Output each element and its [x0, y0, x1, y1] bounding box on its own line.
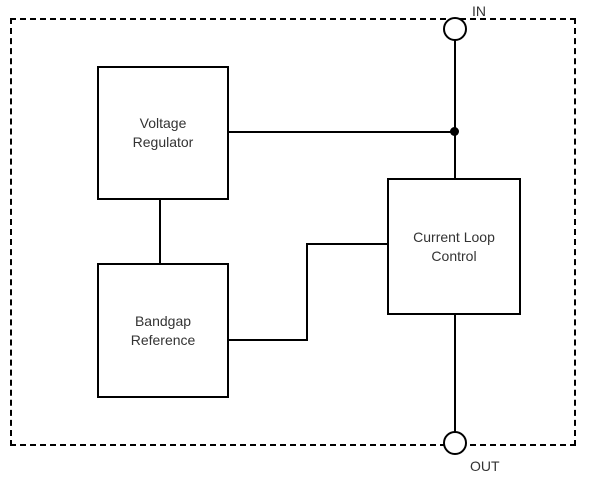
junction-dot — [450, 127, 459, 136]
wire-voltage-regulator-to-in-line — [229, 131, 456, 133]
in-terminal-circle — [443, 17, 467, 41]
block-current-loop-control-label: Current Loop Control — [413, 228, 495, 264]
wire-bandgap-reference-horizontal — [228, 339, 308, 341]
block-voltage-regulator: Voltage Regulator — [97, 66, 229, 200]
out-terminal-circle — [443, 431, 467, 455]
chip-boundary — [10, 18, 576, 446]
out-terminal-label: OUT — [470, 458, 500, 474]
block-current-loop-control: Current Loop Control — [387, 178, 521, 315]
wire-to-current-loop-control — [306, 243, 388, 245]
wire-current-loop-control-to-out — [454, 314, 456, 434]
block-voltage-regulator-label: Voltage Regulator — [132, 115, 194, 150]
block-bandgap-reference: Bandgap Reference — [97, 263, 229, 398]
wire-in-to-current-loop-control — [454, 39, 456, 180]
wire-voltage-regulator-to-bandgap-reference — [159, 199, 161, 264]
block-bandgap-reference-label: Bandgap Reference — [130, 312, 196, 348]
wire-bandgap-reference-vertical — [306, 243, 308, 341]
in-terminal-label: IN — [472, 3, 486, 19]
